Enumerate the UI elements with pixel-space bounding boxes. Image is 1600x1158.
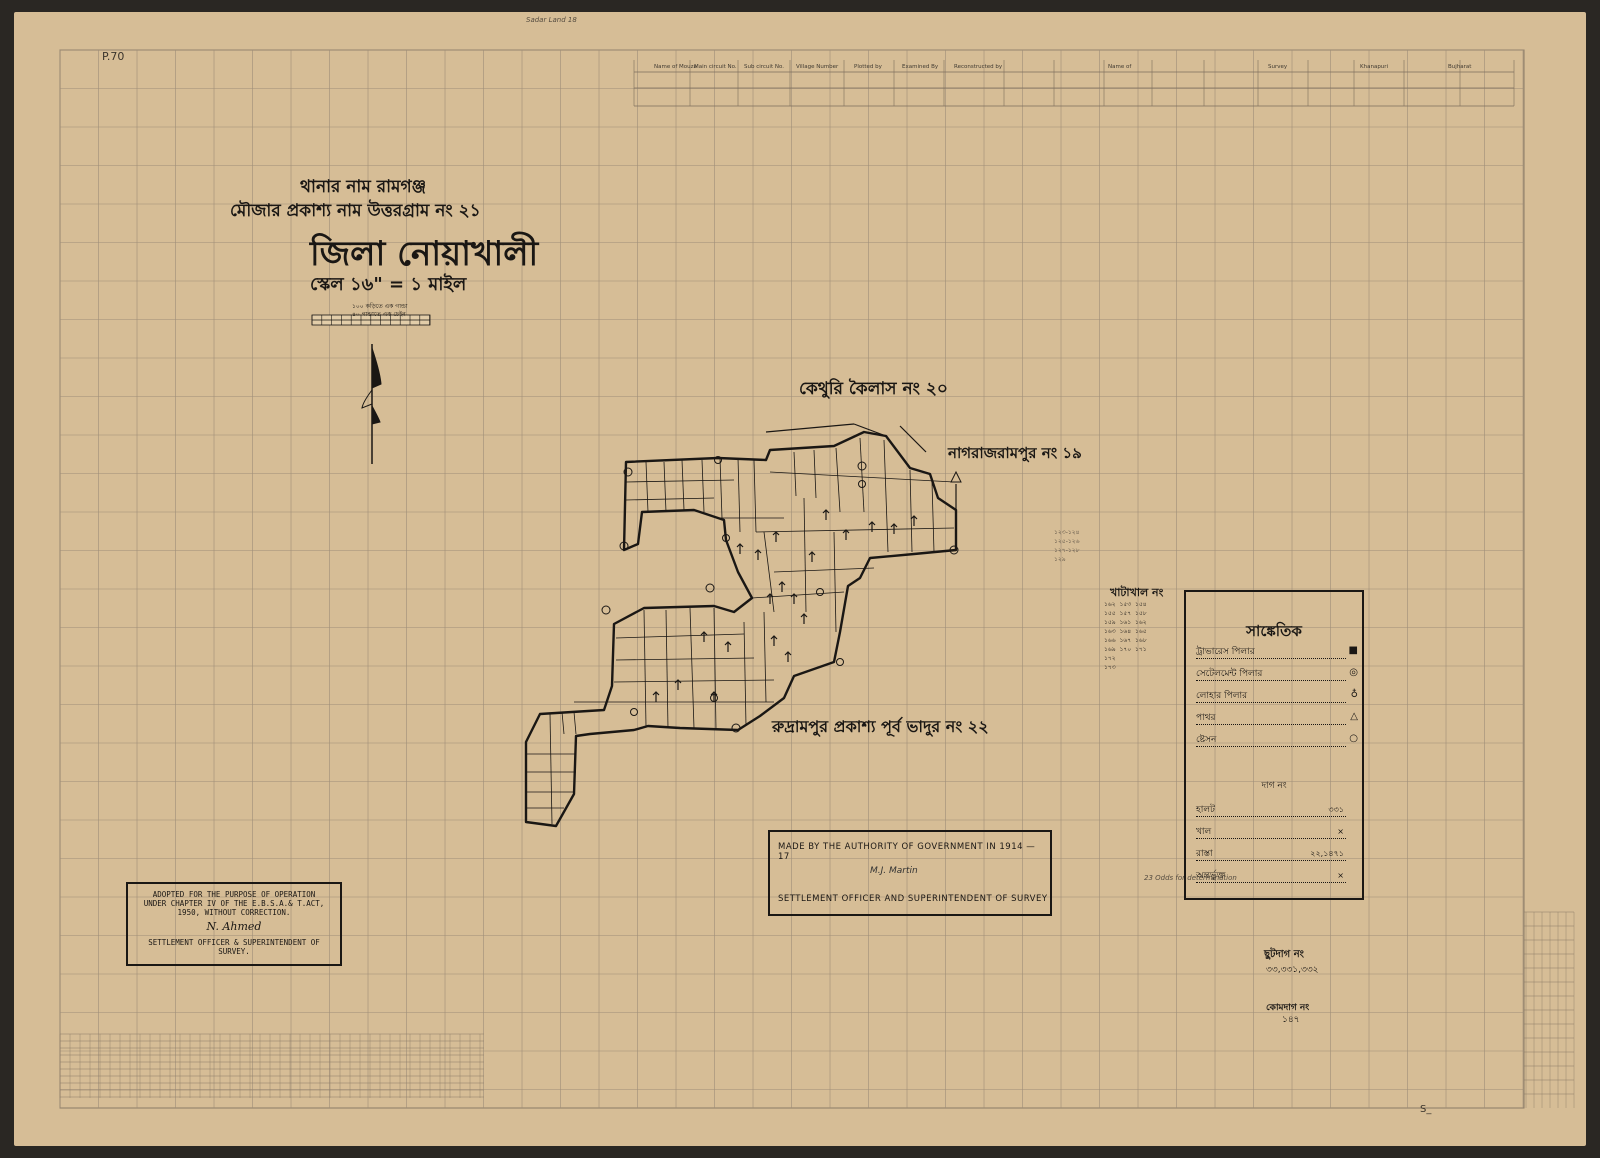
khatian-heading: খাটাখাল নং — [1110, 586, 1164, 599]
chut-dag-numbers: ৩৩,৩৩১,৩৩২ — [1266, 965, 1319, 975]
mouza-plot-map — [311, 314, 962, 828]
triangle-icon: △ — [1350, 711, 1358, 722]
tree-icon — [808, 551, 816, 562]
header-col-reconstructed-by: Reconstructed by — [954, 64, 1003, 70]
legend-row-settlement-pillar: সেটেলমেন্ট পিলার◎ — [1196, 667, 1358, 681]
chut-dag-heading: ছুটদাগ নং — [1264, 949, 1304, 960]
legend-row-station: ষ্টেসন○ — [1196, 733, 1358, 747]
header-col-name-of-mouza: Name of Mouza — [654, 64, 697, 70]
map-scale: স্কেল ১৬" = ১ মাইল — [310, 274, 467, 295]
scale-note-2: ৪০ গান্ডাতে এক চেইন — [352, 311, 406, 318]
legend-row-iron-pillar: লোহার পিলার♁ — [1196, 689, 1358, 703]
adoption-stamp: ADOPTED FOR THE PURPOSE OF OPERATION UND… — [126, 882, 342, 966]
map-sheet: Name of Mouza Main circuit No. Sub circu… — [14, 12, 1586, 1146]
tree-icon — [784, 651, 792, 662]
tree-icon — [700, 631, 708, 642]
tree-icon — [736, 543, 744, 554]
legend-row-stone: পাথর△ — [1196, 711, 1358, 725]
sheet-page-number: P.70 — [102, 50, 125, 63]
pillar-circle-icon: ◎ — [1349, 667, 1358, 678]
tree-icon — [910, 515, 918, 526]
boundary-label-north: কেথুরি কৈলাস নং ২০ — [799, 379, 948, 399]
legend-title: সাঙ্কেতিক — [1246, 622, 1302, 640]
authority-line: MADE BY THE AUTHORITY OF GOVERNMENT IN 1… — [778, 842, 1036, 862]
header-col-bujharat: Bujharat — [1448, 64, 1472, 70]
authority-signature: M.J. Martin — [870, 866, 918, 876]
tree-icon — [754, 549, 762, 560]
thana-name: থানার নাম রামগঞ্জ — [300, 177, 427, 197]
tree-icon — [652, 691, 660, 702]
iron-pillar-icon: ♁ — [1350, 689, 1358, 700]
survey-grid — [59, 49, 1575, 1109]
legend-row-traverse-pillar: ট্রাভারেস পিলার■ — [1196, 645, 1358, 659]
boundary-label-south: রুদ্রামপুর প্রকাশ্য পূর্ব ভাদুর নং ২২ — [772, 717, 989, 736]
header-col-main-circuit: Main circuit No. — [694, 64, 737, 70]
header-col-village-number: Village Number — [796, 64, 839, 70]
khatian-numbers: ১৬২ ১৫৩ ১৫৪ ১৫৫ ১৫৭ ১৫৮ ১৫৯ ১৬১ ১৬২ ১৬৩ … — [1104, 601, 1147, 671]
scale-note-1: ১০০ কড়িতে এক গান্ডা — [352, 303, 408, 310]
circle-icon: ○ — [1349, 733, 1358, 744]
kom-dag-heading: কোমদাগ নং — [1266, 1003, 1310, 1013]
header-col-sub-circuit: Sub circuit No. — [744, 64, 784, 70]
adoption-text: ADOPTED FOR THE PURPOSE OF OPERATION UND… — [143, 890, 325, 917]
legend-dag-heading: দাগ নং — [1261, 781, 1287, 791]
authority-stamp: MADE BY THE AUTHORITY OF GOVERNMENT IN 1… — [768, 830, 1052, 916]
tree-icon — [724, 641, 732, 652]
header-col-name-of: Name of — [1108, 64, 1132, 70]
boundary-label-east: নাগরাজরামপুর নং ১৯ — [948, 444, 1082, 462]
tree-icon — [766, 593, 774, 604]
district-title: জিলা নোয়াখালী — [310, 234, 539, 274]
legend-box: সাঙ্কেতিক ট্রাভারেস পিলার■ সেটেলমেন্ট পি… — [1184, 590, 1364, 900]
header-col-survey: Survey — [1268, 64, 1288, 70]
mouza-name: মৌজার প্রকাশ্য নাম উত্তরগ্রাম নং ২১ — [230, 201, 481, 221]
mouza-boundary — [524, 430, 958, 828]
north-arrow — [361, 344, 382, 464]
adoption-officer: SETTLEMENT OFFICER & SUPERINTENDENT OF S… — [148, 938, 320, 956]
tree-icon — [800, 613, 808, 624]
tree-icon — [772, 531, 780, 542]
filled-square-icon: ■ — [1348, 645, 1358, 656]
legend-row-khal: খাল× — [1196, 827, 1346, 839]
sheet-corner-mark: S_ — [1420, 1104, 1432, 1115]
authority-officer: SETTLEMENT OFFICER AND SUPERINTENDENT OF… — [778, 894, 1048, 904]
header-col-khanapuri: Khanapuri — [1360, 64, 1389, 70]
tree-icon — [890, 523, 898, 534]
handwritten-note-top: Sadar Land 18 — [526, 16, 577, 24]
tree-icon — [842, 529, 850, 540]
tree-icon — [868, 521, 876, 532]
tree-icon — [778, 581, 786, 592]
adoption-signature: N. Ahmed — [206, 920, 262, 933]
side-note-numbers: ১২৩-১২৪ ১২৫-১২৬ ১২৭-১২৮ ১২৯ — [1054, 529, 1080, 563]
handwritten-note-legend: 23 Odds for determination — [1144, 874, 1237, 882]
tree-icon — [710, 691, 718, 702]
tree-icon — [822, 509, 830, 520]
tree-icon — [790, 593, 798, 604]
legend-row-ombhukto: অন্তর্ভুক্ত× — [1196, 871, 1346, 883]
legend-row-rasta: রাস্তা২২,১৪৭১ — [1196, 849, 1346, 861]
tree-icon — [770, 635, 778, 646]
kom-dag-numbers: ১৪৭ — [1282, 1015, 1300, 1025]
tree-icon — [674, 679, 682, 690]
header-col-examined-by: Examined By — [902, 64, 939, 70]
header-col-plotted-by: Plotted by — [854, 64, 882, 70]
